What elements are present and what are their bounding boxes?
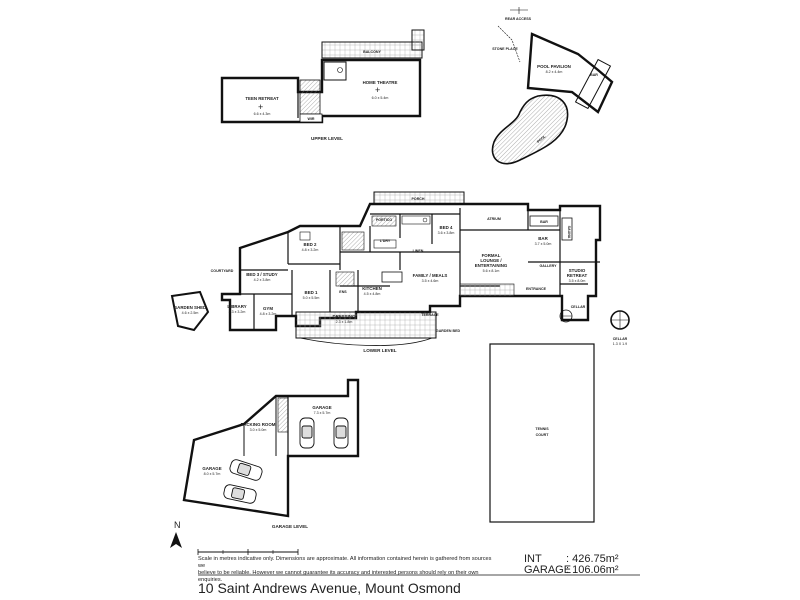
ensuite-label: ENS	[339, 290, 347, 294]
bed4-size: 3.6 x 3.8m	[438, 231, 455, 235]
home-theatre-label: HOME THEATRE	[363, 80, 398, 85]
pool-pavilion-walls	[526, 32, 614, 114]
scale-bar	[197, 549, 299, 555]
laundry-label: L'DRY	[380, 239, 391, 243]
garden-bed-label: GARDEN BED	[436, 329, 461, 333]
garage-upper-label: GARAGE	[312, 405, 331, 410]
atrium-label: ATRIUM	[487, 217, 501, 221]
dressing-size: 2.3 x 1.8m	[336, 320, 353, 324]
bar-top-label: BAR	[540, 220, 548, 224]
cellar-small-label: CELLAR	[571, 305, 586, 309]
teen-retreat-cross-icon: +	[258, 102, 263, 112]
linen-label: LINEN	[413, 249, 424, 253]
garage-area-value: : 106.06m²	[566, 564, 619, 576]
tennis-court: TENNIS COURT	[489, 343, 595, 523]
bar-main-size: 3.7 x 5.0m	[535, 242, 552, 246]
garage-lower-label: GARAGE	[202, 466, 221, 471]
garage-walls	[182, 378, 360, 518]
dressing-label: DRESSING	[333, 314, 357, 319]
formal-size: 5.6 x 8.1m	[483, 269, 500, 273]
wir-upper-label: WIR	[308, 117, 315, 121]
kitchen-label: KITCHEN	[362, 286, 382, 291]
bed4-label: BED 4	[440, 225, 453, 230]
bed2-label: BED 2	[304, 242, 317, 247]
pool-pavilion-size: 8.2 x 4.4m	[546, 70, 563, 74]
property-address: 10 Saint Andrews Avenue, Mount Osmond	[198, 580, 461, 596]
family-meals-label: FAMILY / MEALS	[413, 273, 448, 278]
cellar-detail-size: 1.3 X 1.9	[613, 342, 627, 346]
tennis-court-line1: TENNIS	[535, 427, 549, 431]
teen-retreat-label: TEEN RETREAT	[245, 96, 279, 101]
disclaimer-line-1: Scale in metres indicative only. Dimensi…	[198, 556, 492, 569]
entrance-label: ENTRANCE	[526, 287, 547, 291]
library-size: 2.3 x 3.2m	[229, 310, 246, 314]
bar-main-label: BAR	[538, 236, 548, 241]
tennis-court-line2: COURT	[536, 433, 550, 437]
sauna-label: SAUNA	[567, 226, 571, 239]
packing-room-size: 3.0 x 5.0m	[250, 428, 267, 432]
rear-access-label: REAR ACCESS	[505, 17, 532, 21]
garden-shed-walls	[170, 290, 210, 332]
bed1-size: 5.0 x 5.5m	[303, 296, 320, 300]
car-icon	[299, 417, 315, 449]
lower-level-title: LOWER LEVEL	[363, 348, 396, 353]
garden-shed-size: 4.6 x 2.5m	[182, 311, 199, 315]
stone-place-label: STONE PLACE	[492, 47, 518, 51]
garage-level-title: GARAGE LEVEL	[272, 524, 308, 529]
garage-level-plan: PACKING ROOM 3.0 x 5.0m GARAGE 7.3 x 5.7…	[182, 378, 360, 529]
family-meals-size: 3.5 x 4.6m	[422, 279, 439, 283]
gym-size: 4.8 x 3.2m	[260, 312, 277, 316]
upper-level-title: UPPER LEVEL	[311, 136, 343, 141]
internal-area-label: INT	[524, 553, 542, 565]
car-icon	[229, 459, 263, 481]
garden-shed-label: GARDEN SHED	[174, 305, 206, 310]
home-theatre-cross-icon: +	[375, 85, 380, 95]
studio-retreat-size: 3.5 x 8.0m	[569, 279, 586, 283]
gym-label: GYM	[263, 306, 273, 311]
library-label: LIBRARY	[227, 304, 246, 309]
internal-area-value: : 426.75m²	[566, 553, 619, 565]
pool-area: REAR ACCESS STONE PLACE POOL PAVILION 8.…	[491, 7, 614, 165]
compass-label: N	[174, 520, 181, 530]
garage-lower-size: 8.0 x 5.7m	[204, 472, 221, 476]
porch-label: PORCH	[412, 197, 425, 201]
home-theatre-size: 6.0 x 5.4m	[372, 96, 389, 100]
north-arrow-icon: N	[170, 520, 182, 548]
cellar-detail-label: CELLAR	[613, 337, 628, 341]
car-icon	[223, 484, 257, 504]
packing-room-label: PACKING ROOM	[241, 422, 276, 427]
pool-pavilion-label: POOL PAVILION	[537, 64, 571, 69]
terrace-label: TERRACE	[421, 313, 439, 317]
formal-label-line1: FORMAL	[482, 253, 501, 258]
formal-label-line3: ENTERTAINING	[475, 263, 508, 268]
bed2-size: 4.8 x 3.2m	[302, 248, 319, 252]
pool-shape	[491, 94, 569, 165]
pool-label: POOL	[536, 134, 547, 144]
car-icon	[333, 417, 349, 449]
portico-label: PORTICO	[376, 218, 393, 222]
studio-retreat-line2: RETREAT	[567, 273, 588, 278]
bed1-label: BED 1	[305, 290, 318, 295]
upper-level-plan: BALCONY WIR TEEN RETREAT 6.6 x 4.3m + HO…	[220, 29, 425, 141]
disclaimer: Scale in metres indicative only. Dimensi…	[198, 556, 498, 584]
bed3-study-label: BED 3 / STUDY	[246, 272, 278, 277]
upper-level-walls	[220, 58, 422, 124]
kitchen-size: 4.5 x 4.8m	[364, 292, 381, 296]
garage-upper-size: 7.3 x 5.7m	[314, 411, 331, 415]
terrace	[295, 311, 437, 339]
teen-retreat-size: 6.6 x 4.3m	[254, 112, 271, 116]
bed3-study-size: 4.2 x 3.8m	[254, 278, 271, 282]
courtyard-label: COURTYARD	[211, 269, 234, 273]
formal-label-line2: LOUNGE /	[480, 258, 502, 263]
lower-level-plan: PORCH	[170, 191, 630, 353]
balcony-label: BALCONY	[363, 50, 381, 54]
garage-area-label: GARAGE	[524, 564, 572, 576]
gallery-label: GALLERY	[539, 264, 557, 268]
disclaimer-line-2: believe to be reliable. However we canno…	[198, 570, 479, 583]
studio-retreat-line1: STUDIO	[569, 268, 586, 273]
pool-pavilion-bar-label: BAR	[590, 73, 598, 77]
